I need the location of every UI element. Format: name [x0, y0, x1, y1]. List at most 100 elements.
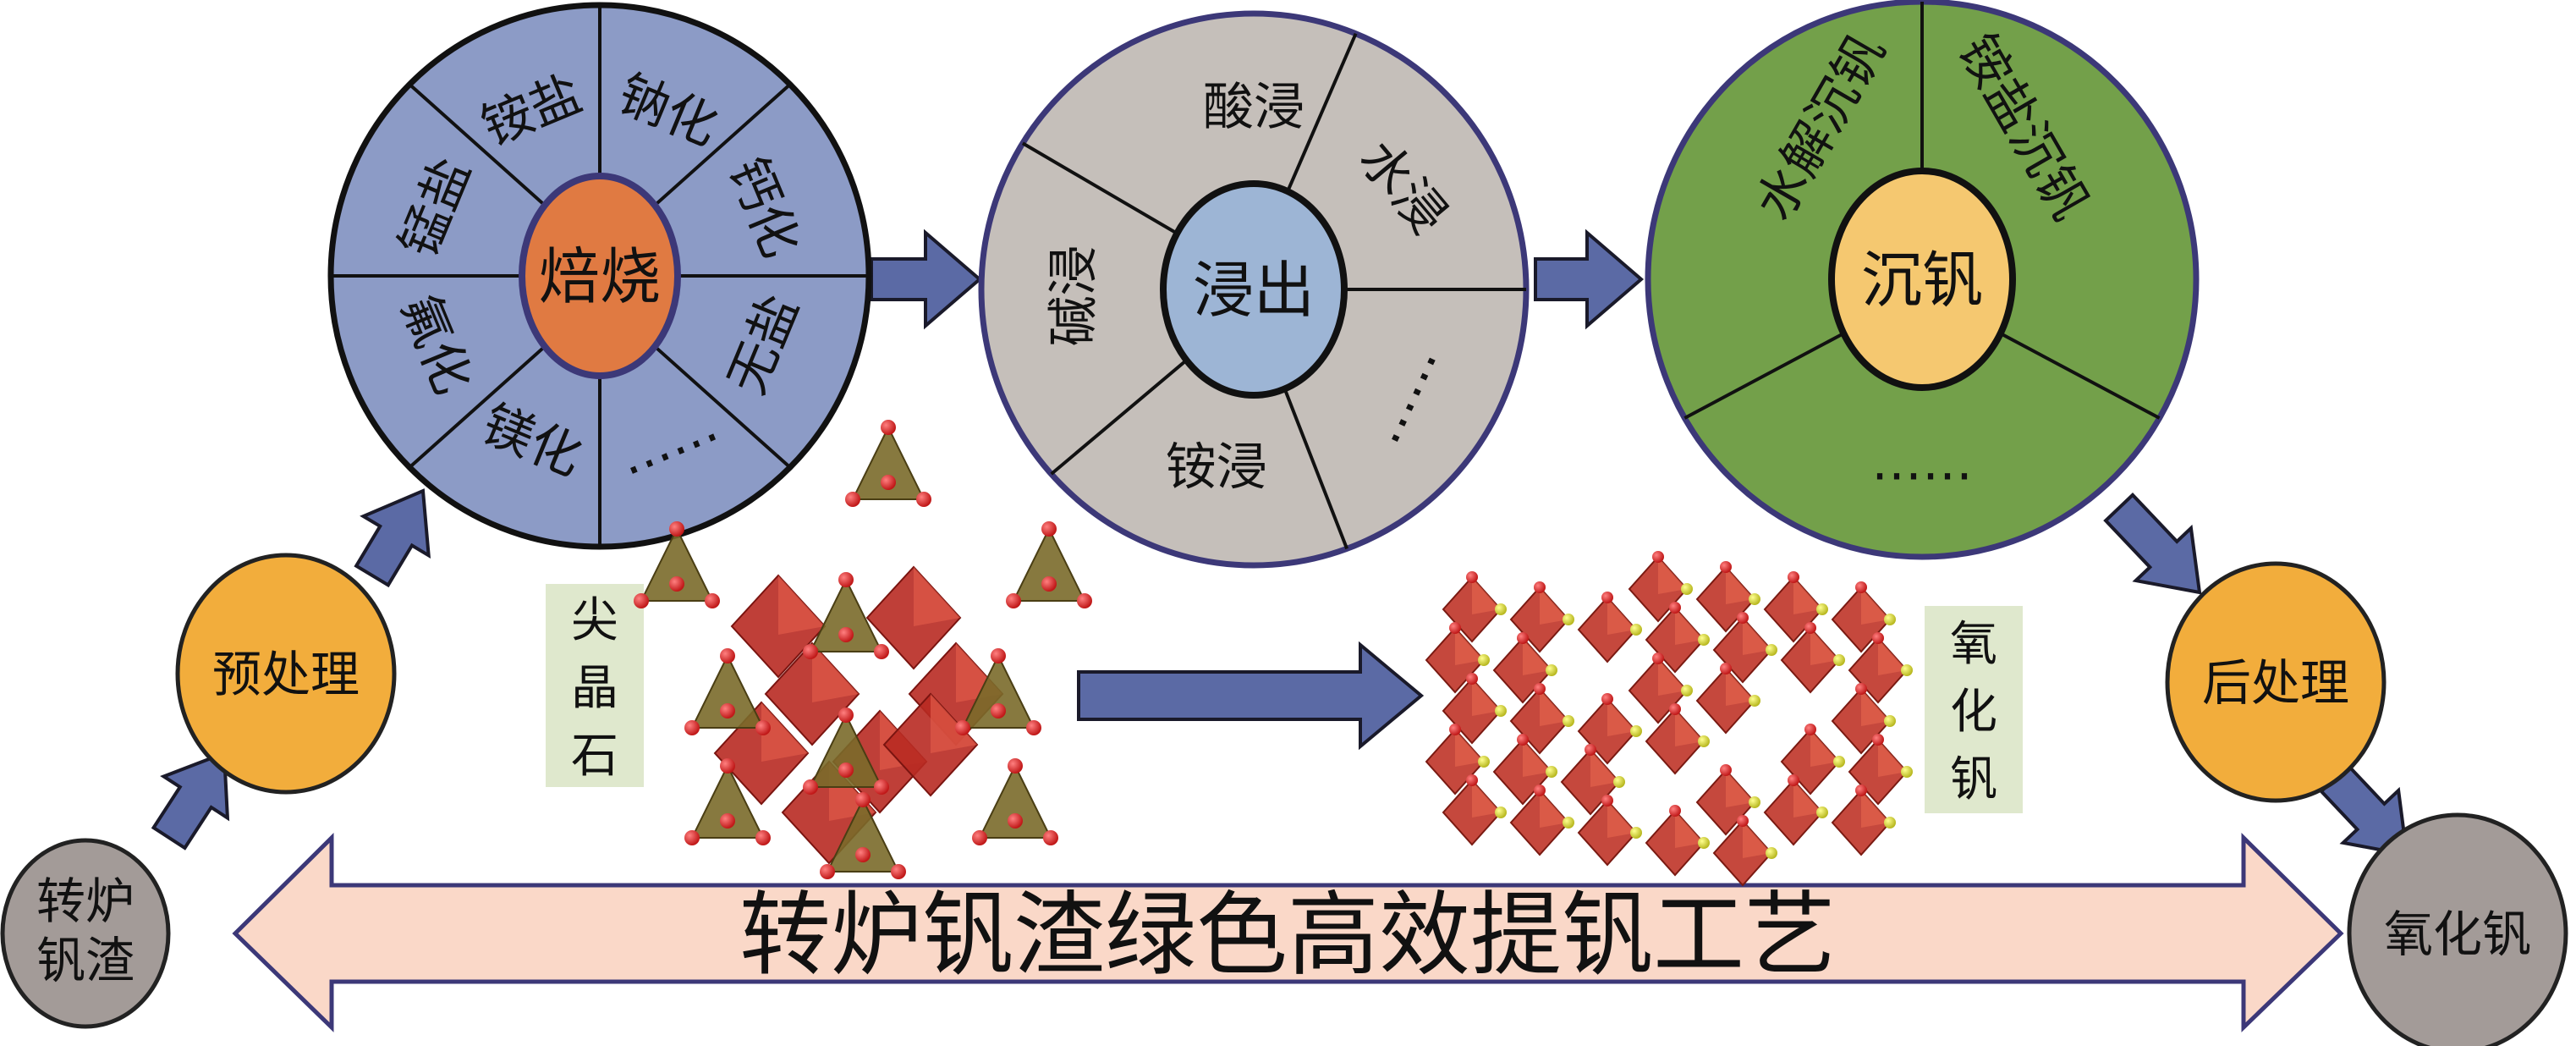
arrow-roasting-to-leaching [870, 228, 983, 330]
octahedron-face [761, 702, 808, 762]
banner-title: 转炉钒渣绿色高效提钒工艺 [739, 883, 1836, 988]
vanadium-atom [1884, 817, 1896, 829]
vanadium-atom [1833, 756, 1845, 768]
leaching-segment-label: 碱浸 [1045, 245, 1104, 347]
node-start-line2: 钒渣 [36, 932, 135, 989]
tetrahedron [961, 653, 1035, 729]
double-arrow-shape [232, 833, 2344, 1032]
oxygen-atom [1855, 581, 1867, 593]
oxygen-atom [1601, 795, 1613, 807]
vanadium-atom [1546, 664, 1557, 676]
arrow-spinel-to-vanadium-oxide [1077, 641, 1425, 751]
spinel-char-3: 石 [571, 729, 618, 784]
oxygen-atom [1804, 724, 1816, 735]
vo-octahedron-face [1540, 689, 1568, 726]
oxygen-atom [1008, 813, 1023, 829]
vo-octahedron-face [1675, 811, 1704, 848]
oxygen-atom [1077, 593, 1092, 608]
oxygen-atom [1855, 784, 1867, 796]
octahedron-face [778, 575, 825, 635]
node-posttreatment: 后处理 [2165, 561, 2387, 803]
oxygen-atom [1601, 592, 1613, 603]
oxygen-atom [1788, 774, 1799, 786]
oxygen-atom [1872, 734, 1884, 746]
vanadium-atom [1749, 796, 1760, 808]
tetrahedron [690, 653, 765, 729]
vanadium-atom [1698, 837, 1710, 849]
vo-octahedron-face [1861, 587, 1890, 625]
precip-segment-label: …… [1871, 432, 1973, 492]
oxygen-atom [1534, 784, 1546, 796]
vanadium-oxide-crystal-structure [1425, 551, 1913, 887]
vo-octahedron-face [1878, 638, 1907, 675]
tetrahedron [978, 763, 1052, 839]
vo-octahedron-face [1793, 577, 1822, 614]
tetrahedron [1012, 526, 1086, 602]
vo-octahedron-face [1726, 770, 1755, 807]
octahedron-face [812, 643, 859, 702]
oxygen-atom [803, 779, 818, 795]
vo-octahedron-face [1455, 729, 1484, 767]
vanadium-atom [1630, 827, 1642, 839]
node-end-label: 氧化钒 [2384, 906, 2531, 963]
vo-octahedron-face [1540, 587, 1568, 625]
vo-octahedron-face [1607, 597, 1636, 635]
oxygen-atom [1517, 734, 1529, 746]
oxygen-atom [972, 830, 987, 845]
vo-octahedron-face [1540, 790, 1568, 828]
vanadium-atom [1884, 614, 1896, 625]
oxygen-atom [1669, 703, 1681, 715]
vox-char-1: 氧 [1950, 617, 1997, 672]
oxygen-atom [1026, 720, 1041, 735]
oxygen-atom [669, 576, 684, 592]
vo-octahedron-face [1472, 780, 1501, 818]
vo-octahedron-face [1743, 618, 1771, 655]
flow-arrows [151, 228, 2409, 857]
oxygen-atom [755, 830, 771, 845]
vanadium-atom [1495, 603, 1507, 615]
oxygen-atom [1008, 758, 1023, 773]
oxygen-atom [1043, 830, 1058, 845]
vanadium-atom [1546, 766, 1557, 778]
oxygen-atom [820, 864, 835, 879]
vo-octahedron-face [1658, 557, 1687, 594]
oxygen-atom [1737, 612, 1749, 624]
oxygen-atom [874, 644, 889, 659]
tetrahedron [809, 713, 883, 788]
oxygen-atom [1652, 652, 1664, 664]
vo-octahedron-face [1726, 669, 1755, 706]
vo-octahedron-face [1675, 608, 1704, 645]
node-start-line1: 转炉 [36, 873, 135, 930]
oxygen-atom [838, 627, 854, 642]
oxygen-atom [838, 707, 854, 723]
vanadium-atom [1478, 654, 1490, 666]
oxygen-atom [720, 703, 735, 718]
leaching-segment-label: 酸浸 [1203, 78, 1304, 137]
vanadium-atom [1816, 807, 1828, 818]
vo-octahedron-face [1472, 577, 1501, 614]
vo-octahedron-face [1607, 699, 1636, 736]
node-pretreatment-label: 预处理 [212, 646, 360, 703]
vo-octahedron-face [1658, 658, 1687, 696]
vanadium-atom [1478, 756, 1490, 768]
oxygen-atom [705, 593, 720, 608]
oxygen-atom [881, 420, 896, 435]
vanadium-oxide-label-box: 氧 化 钒 [1925, 606, 2023, 813]
precip-spoke [1999, 332, 2161, 420]
tetrahedron [851, 425, 925, 500]
octahedron-face [914, 567, 960, 626]
node-pretreatment: 预处理 [175, 553, 397, 795]
leaching-spoke [1286, 32, 1358, 192]
leaching-hub-label: 浸出 [1193, 255, 1315, 326]
roasting-hub-label: 焙烧 [539, 241, 661, 312]
vanadium-atom [1495, 807, 1507, 818]
vanadium-atom [1630, 624, 1642, 636]
vanadium-atom [1563, 817, 1574, 829]
vanadium-atom [1495, 705, 1507, 717]
vanadium-atom [1816, 603, 1828, 615]
oxygen-atom [720, 813, 735, 829]
leaching-spoke [1283, 388, 1348, 550]
oxygen-atom [755, 720, 771, 735]
